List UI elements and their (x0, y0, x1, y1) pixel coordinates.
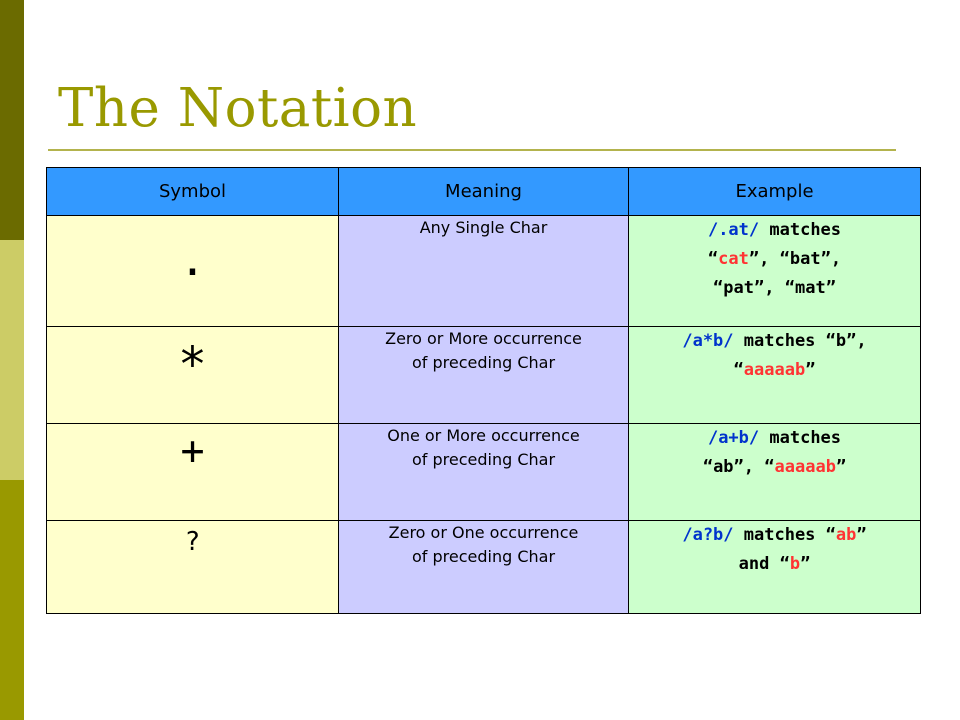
quote-close: ” (800, 554, 811, 574)
quote-close: ”, (846, 331, 867, 351)
meaning-cell: Zero or One occurrence of preceding Char (338, 520, 629, 614)
slide-title: The Notation (58, 78, 418, 139)
quote-close: ” (805, 360, 816, 380)
example-match-value: cat (718, 249, 749, 269)
quote-open: “ (784, 278, 795, 298)
example-cell: /a?b/ matches “ab” and “b” (628, 520, 921, 614)
meaning-cell: Zero or More occurrence of preceding Cha… (338, 326, 629, 424)
example-matches-word: matches (759, 220, 842, 240)
quote-close: ”, (820, 249, 842, 269)
example-line: “cat”, “bat”, (629, 245, 920, 274)
quote-close: ” (856, 525, 867, 545)
notation-table: Symbol Meaning Example . Any Single Char… (46, 167, 921, 614)
example-and-word: and (738, 554, 780, 574)
example-matches-word: matches (733, 331, 826, 351)
side-band-bottom (0, 480, 24, 720)
example-match-value: mat (794, 278, 826, 298)
example-match-value: aaaaab (774, 457, 836, 477)
side-band-top (0, 0, 24, 240)
example-line: /.at/ matches (629, 216, 920, 245)
example-line: “aaaaab” (629, 356, 920, 385)
example-match-value: ab (713, 457, 734, 477)
meaning-line: Zero or More occurrence (385, 329, 582, 348)
example-pattern: /.at/ (707, 220, 760, 240)
example-match-value: ab (835, 525, 857, 545)
quote-open: “ (764, 457, 775, 477)
symbol-cell: * (46, 326, 339, 424)
quote-close: ”, (754, 278, 785, 298)
table-row: * Zero or More occurrence of preceding C… (46, 326, 921, 424)
example-match-value: bat (789, 249, 821, 269)
symbol-cell: . (46, 215, 339, 327)
example-cell: /a*b/ matches “b”, “aaaaab” (628, 326, 921, 424)
header-symbol: Symbol (46, 167, 339, 216)
symbol-cell: ? (46, 520, 339, 614)
quote-close: ” (835, 457, 847, 477)
quote-open: “ (825, 525, 836, 545)
quote-close: ”, (733, 457, 765, 477)
example-matches-word: matches (733, 525, 826, 545)
table-header-row: Symbol Meaning Example (46, 167, 921, 216)
meaning-line: of preceding Char (411, 353, 556, 372)
quote-close: ”, (748, 249, 780, 269)
example-cell: /.at/ matches “cat”, “bat”, “pat”, “mat” (628, 215, 921, 327)
meaning-cell: One or More occurrence of preceding Char (338, 423, 629, 521)
quote-close: ” (825, 278, 836, 298)
header-example: Example (628, 167, 921, 216)
quote-open: “ (713, 278, 724, 298)
example-match-value: b (789, 554, 801, 574)
example-cell: /a+b/ matches “ab”, “aaaaab” (628, 423, 921, 521)
header-meaning: Meaning (338, 167, 629, 216)
meaning-line: of preceding Char (411, 450, 556, 469)
example-line: and “b” (629, 550, 920, 579)
symbol-value: ? (184, 527, 201, 557)
table-row: + One or More occurrence of preceding Ch… (46, 423, 921, 521)
meaning-line: of preceding Char (411, 547, 556, 566)
symbol-value: . (179, 235, 206, 286)
quote-open: “ (707, 249, 719, 269)
example-line: “ab”, “aaaaab” (629, 453, 920, 482)
example-match-value: b (835, 331, 847, 351)
quote-open: “ (779, 554, 790, 574)
quote-open: “ (779, 249, 790, 269)
example-matches-word: matches (759, 428, 842, 448)
example-match-value: aaaaab (743, 360, 806, 380)
example-match-value: pat (723, 278, 755, 298)
example-line: /a*b/ matches “b”, (629, 327, 920, 356)
example-line: /a+b/ matches (629, 424, 920, 453)
side-band-middle (0, 240, 24, 480)
example-pattern: /a+b/ (707, 428, 760, 448)
meaning-cell: Any Single Char (338, 215, 629, 327)
title-divider (48, 149, 896, 151)
table-row: ? Zero or One occurrence of preceding Ch… (46, 520, 921, 614)
quote-open: “ (733, 360, 744, 380)
symbol-value: + (180, 428, 205, 474)
symbol-cell: + (46, 423, 339, 521)
symbol-value: * (178, 337, 207, 393)
quote-open: “ (825, 331, 836, 351)
meaning-line: One or More occurrence (387, 426, 580, 445)
example-line: “pat”, “mat” (629, 274, 920, 303)
example-pattern: /a*b/ (682, 331, 734, 351)
example-line: /a?b/ matches “ab” (629, 521, 920, 550)
table-row: . Any Single Char /.at/ matches “cat”, “… (46, 215, 921, 327)
quote-open: “ (702, 457, 714, 477)
example-pattern: /a?b/ (682, 525, 734, 545)
meaning-line: Zero or One occurrence (388, 523, 579, 542)
meaning-line: Any Single Char (419, 218, 548, 237)
